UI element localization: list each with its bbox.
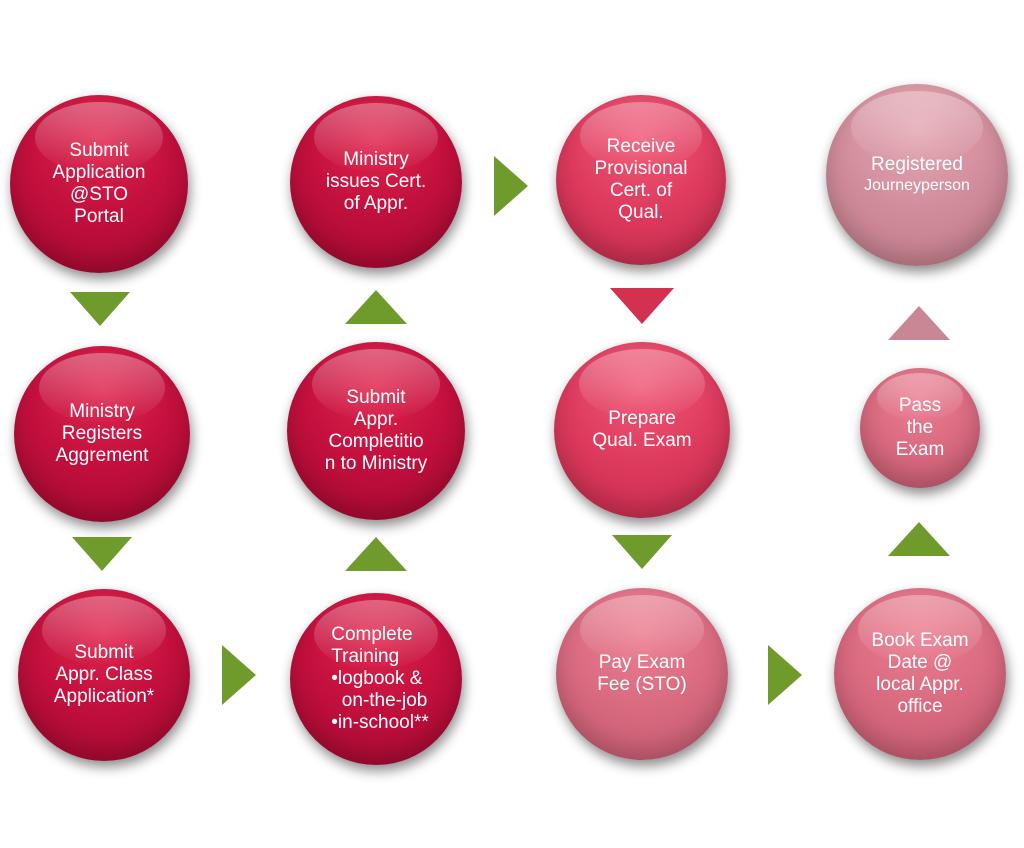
arrow-down-icon xyxy=(70,292,130,326)
arrow-up-icon xyxy=(345,537,407,571)
node-complete-training-bullet: •in-school** xyxy=(331,712,429,733)
node-submit-completion: Submit Appr. Completitio n to Ministry xyxy=(287,342,465,520)
node-complete-training-title: Complete Training xyxy=(331,624,413,667)
node-complete-training: Complete Training •logbook & on-the-job … xyxy=(290,593,462,765)
arrow-right-icon xyxy=(222,645,256,705)
node-pay-exam-fee-label: Pay Exam Fee (STO) xyxy=(597,652,687,695)
node-submit-application-label: Submit Application @STO Portal xyxy=(52,140,146,227)
node-ministry-issues-cert-label: Ministry issues Cert. of Appr. xyxy=(325,149,427,214)
arrow-down-icon xyxy=(612,535,672,569)
arrow-up-icon xyxy=(888,522,950,556)
node-prepare-exam: Prepare Qual. Exam xyxy=(554,342,730,518)
node-pass-exam-label: Pass the Exam xyxy=(895,395,945,460)
node-registered-label: Registered xyxy=(871,154,963,175)
arrow-up-icon xyxy=(888,306,950,340)
arrow-down-icon xyxy=(610,288,674,324)
node-submit-class-application: Submit Appr. Class Application* xyxy=(18,589,190,761)
arrow-right-icon xyxy=(768,645,802,705)
node-submit-completion-label: Submit Appr. Completitio n to Ministry xyxy=(324,387,428,474)
arrow-right-icon xyxy=(494,156,528,216)
node-receive-provisional-label: Receive Provisional Cert. of Qual. xyxy=(594,136,688,223)
node-book-exam-date: Book Exam Date @ local Appr. office xyxy=(834,588,1006,760)
node-submit-class-application-label: Submit Appr. Class Application* xyxy=(53,642,155,707)
node-journeyperson-label: Journeyperson xyxy=(864,177,970,194)
node-pay-exam-fee: Pay Exam Fee (STO) xyxy=(556,588,728,760)
node-registered-journeyperson: Registered Journeyperson xyxy=(826,84,1008,266)
node-pass-exam: Pass the Exam xyxy=(860,368,980,488)
node-book-exam-date-label: Book Exam Date @ local Appr. office xyxy=(871,630,969,717)
node-complete-training-bullet: •logbook & on-the-job xyxy=(331,668,428,711)
node-prepare-exam-label: Prepare Qual. Exam xyxy=(592,408,692,451)
node-ministry-registers-label: Ministry Registers Aggrement xyxy=(55,401,149,466)
node-ministry-issues-cert: Ministry issues Cert. of Appr. xyxy=(290,96,462,268)
arrow-up-icon xyxy=(345,290,407,324)
node-submit-application: Submit Application @STO Portal xyxy=(10,95,188,273)
arrow-down-icon xyxy=(72,537,132,571)
node-receive-provisional: Receive Provisional Cert. of Qual. xyxy=(556,95,726,265)
node-ministry-registers: Ministry Registers Aggrement xyxy=(14,346,190,522)
